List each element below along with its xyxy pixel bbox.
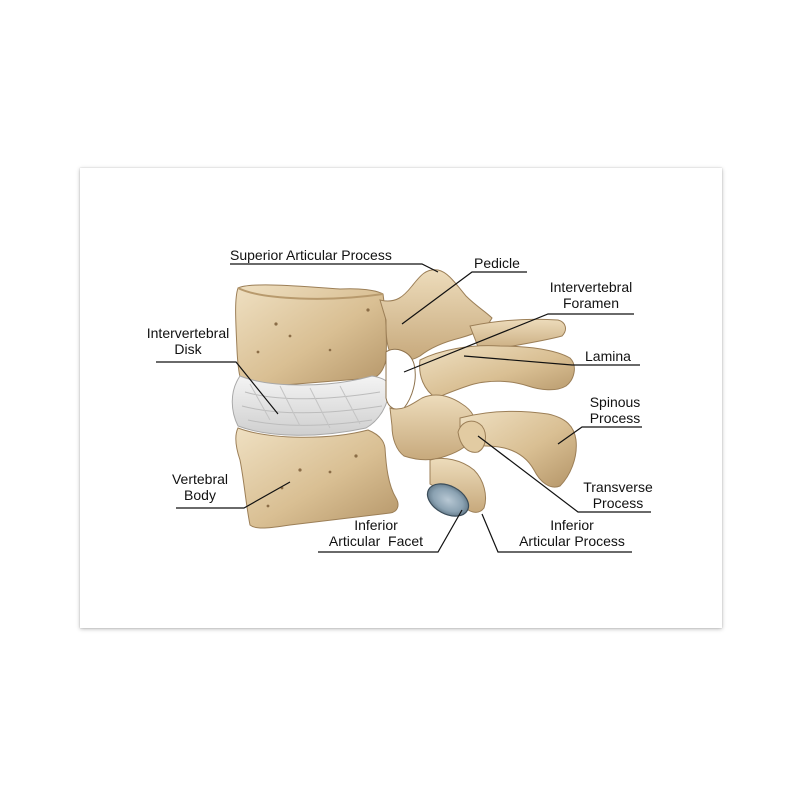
label-text-line-1: Inferior <box>550 517 594 533</box>
label-text-line-1: Vertebral <box>171 471 229 487</box>
label-text-line-2: Articular Process <box>519 533 625 549</box>
label-intervertebral-foramen: Intervertebral Foramen <box>532 279 650 311</box>
upper-spinous-process-shape <box>419 345 575 399</box>
label-intervertebral-disk: Intervertebral Disk <box>132 325 244 357</box>
label-text-line-2: Process <box>589 410 641 426</box>
label-text-line-2: Articular Facet <box>328 533 424 549</box>
label-inferior-articular-facet: Inferior Articular Facet <box>314 517 438 549</box>
label-text-line-2: Foramen <box>562 295 620 311</box>
label-pedicle: Pedicle <box>474 255 520 271</box>
intervertebral-foramen-shape <box>385 348 416 411</box>
label-text: Superior Articular Process <box>230 247 392 263</box>
label-text-line-1: Spinous <box>589 394 641 410</box>
label-text-line-2: Disk <box>174 341 202 357</box>
upper-vertebral-body <box>235 284 387 389</box>
label-text-line-2: Body <box>184 487 216 503</box>
lower-spinous-process-shape <box>459 410 577 488</box>
label-text-line-1: Inferior <box>354 517 398 533</box>
label-text-line-1: Intervertebral <box>146 325 230 341</box>
label-text: Lamina <box>585 348 631 364</box>
label-lamina: Lamina <box>585 348 631 364</box>
label-spinous-process: Spinous Process <box>578 394 652 426</box>
lower-superior-articular-process-shape <box>457 420 486 453</box>
label-text: Pedicle <box>474 255 520 271</box>
label-superior-articular-process: Superior Articular Process <box>230 247 392 263</box>
inferior-articular-facet-shape <box>426 483 470 517</box>
label-text-line-1: Transverse <box>583 479 653 495</box>
label-text-line-2: Process <box>592 495 644 511</box>
upper-transverse-process-shape <box>469 318 566 353</box>
intervertebral-disk-shape <box>231 375 391 436</box>
leader-lines <box>156 263 651 553</box>
label-vertebral-body: Vertebral Body <box>158 471 242 503</box>
label-transverse-process: Transverse Process <box>574 479 662 511</box>
label-text-line-1: Intervertebral <box>549 279 633 295</box>
lower-vertebral-body <box>235 427 399 529</box>
label-inferior-articular-process: Inferior Articular Process <box>506 517 638 549</box>
